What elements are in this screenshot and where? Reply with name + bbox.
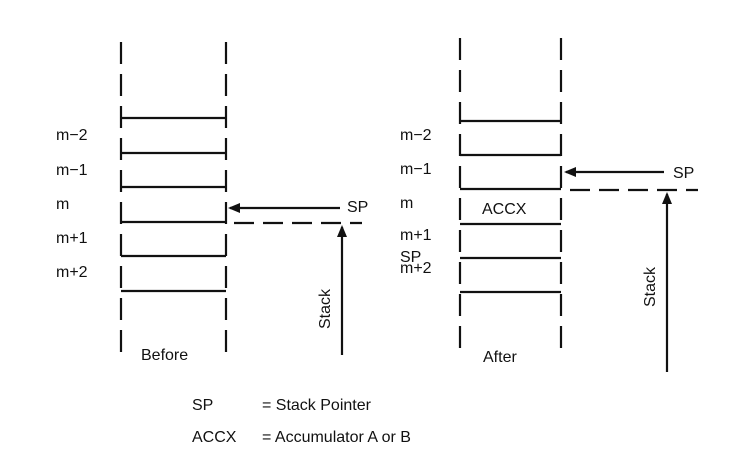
before-caption: Before bbox=[141, 347, 189, 364]
legend-accx-term: ACCX bbox=[192, 429, 237, 446]
before-stack-label: Stack bbox=[317, 289, 334, 330]
after-sp-label: SP bbox=[673, 165, 695, 182]
after-row-label: m+2 bbox=[400, 260, 432, 277]
after-row-label: m−2 bbox=[400, 127, 432, 144]
after-sp-overlap-label: SP bbox=[400, 249, 422, 266]
after-row-label: m bbox=[400, 195, 414, 212]
before-row-label: m−2 bbox=[56, 127, 88, 144]
after-stack-label: Stack bbox=[642, 267, 659, 308]
before-row-label: m+2 bbox=[56, 264, 88, 281]
after-row-label: m+1 bbox=[400, 227, 432, 244]
legend-sp-definition: = Stack Pointer bbox=[262, 397, 371, 414]
after-caption: After bbox=[483, 349, 517, 366]
after-accx-cell: ACCX bbox=[482, 201, 527, 218]
before-row-label: m+1 bbox=[56, 230, 88, 247]
before-sp-label: SP bbox=[347, 199, 369, 216]
after-row-label: m−1 bbox=[400, 161, 432, 178]
before-row-label: m−1 bbox=[56, 162, 88, 179]
after-panel bbox=[458, 38, 698, 372]
before-row-label: m bbox=[56, 196, 70, 213]
legend-accx-definition: = Accumulator A or B bbox=[262, 429, 411, 446]
before-panel bbox=[119, 42, 362, 360]
legend-sp-term: SP bbox=[192, 397, 214, 414]
